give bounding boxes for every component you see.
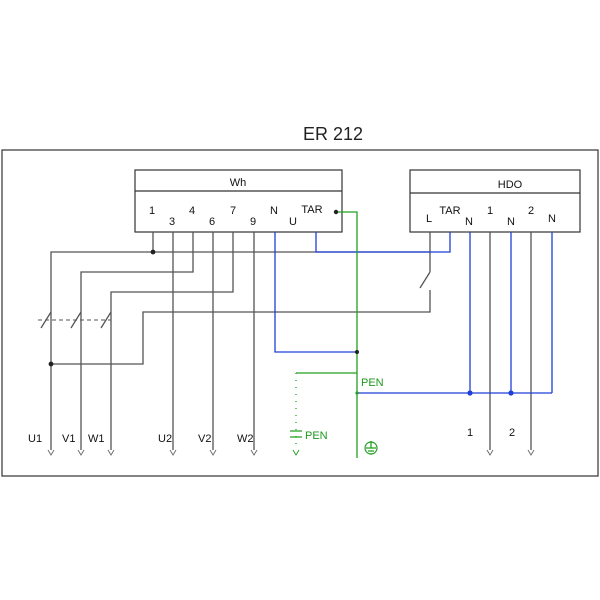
output-label-1: 1	[467, 427, 473, 439]
switch-contacts	[38, 271, 431, 329]
phase-wiring	[50, 232, 532, 450]
hdo-terminal-tar: TAR	[439, 205, 460, 217]
load-label-v2: V2	[198, 433, 211, 445]
meter-terminal-7: 7	[230, 205, 236, 217]
hdo-terminal-n3: N	[548, 213, 556, 225]
meter-terminal-4: 4	[189, 205, 195, 217]
diagram-title: ER 212	[303, 124, 363, 144]
hdo-terminal-l: L	[426, 213, 432, 225]
output-label-2: 2	[509, 427, 515, 439]
meter-terminal-9: 9	[250, 216, 256, 228]
diagram-frame	[1, 149, 599, 477]
neutral-wiring	[274, 232, 553, 394]
meter-terminal-n: N	[270, 205, 278, 217]
meter-terminal-1: 1	[149, 205, 155, 217]
hdo-terminal-1: 1	[487, 205, 493, 217]
terminal-markers	[47, 449, 535, 456]
meter-terminal-tar: TAR	[301, 204, 322, 216]
junction-dots	[48, 209, 514, 396]
meter-terminal-u: U	[289, 216, 297, 228]
hdo-terminal-n1: N	[465, 216, 473, 228]
supply-label-w1: W1	[88, 433, 105, 445]
pen-label-lower: PEN	[305, 430, 328, 442]
meter-box: Wh 1 4 7 N TAR 3 6 9 U	[134, 169, 343, 233]
supply-label-u1: U1	[28, 433, 42, 445]
hdo-box: HDO L TAR N 1 N 2 N	[409, 169, 581, 233]
load-label-u2: U2	[158, 433, 172, 445]
ground-icon	[364, 441, 378, 455]
supply-label-v1: V1	[62, 433, 75, 445]
load-label-w2: W2	[237, 433, 254, 445]
hdo-terminal-n2: N	[507, 216, 515, 228]
pen-label-upper: PEN	[361, 377, 384, 389]
meter-terminal-3: 3	[169, 216, 175, 228]
pen-wiring	[290, 211, 358, 458]
hdo-label: HDO	[498, 179, 523, 191]
meter-label: Wh	[230, 177, 247, 189]
meter-terminal-6: 6	[209, 216, 215, 228]
hdo-terminal-2: 2	[528, 205, 534, 217]
